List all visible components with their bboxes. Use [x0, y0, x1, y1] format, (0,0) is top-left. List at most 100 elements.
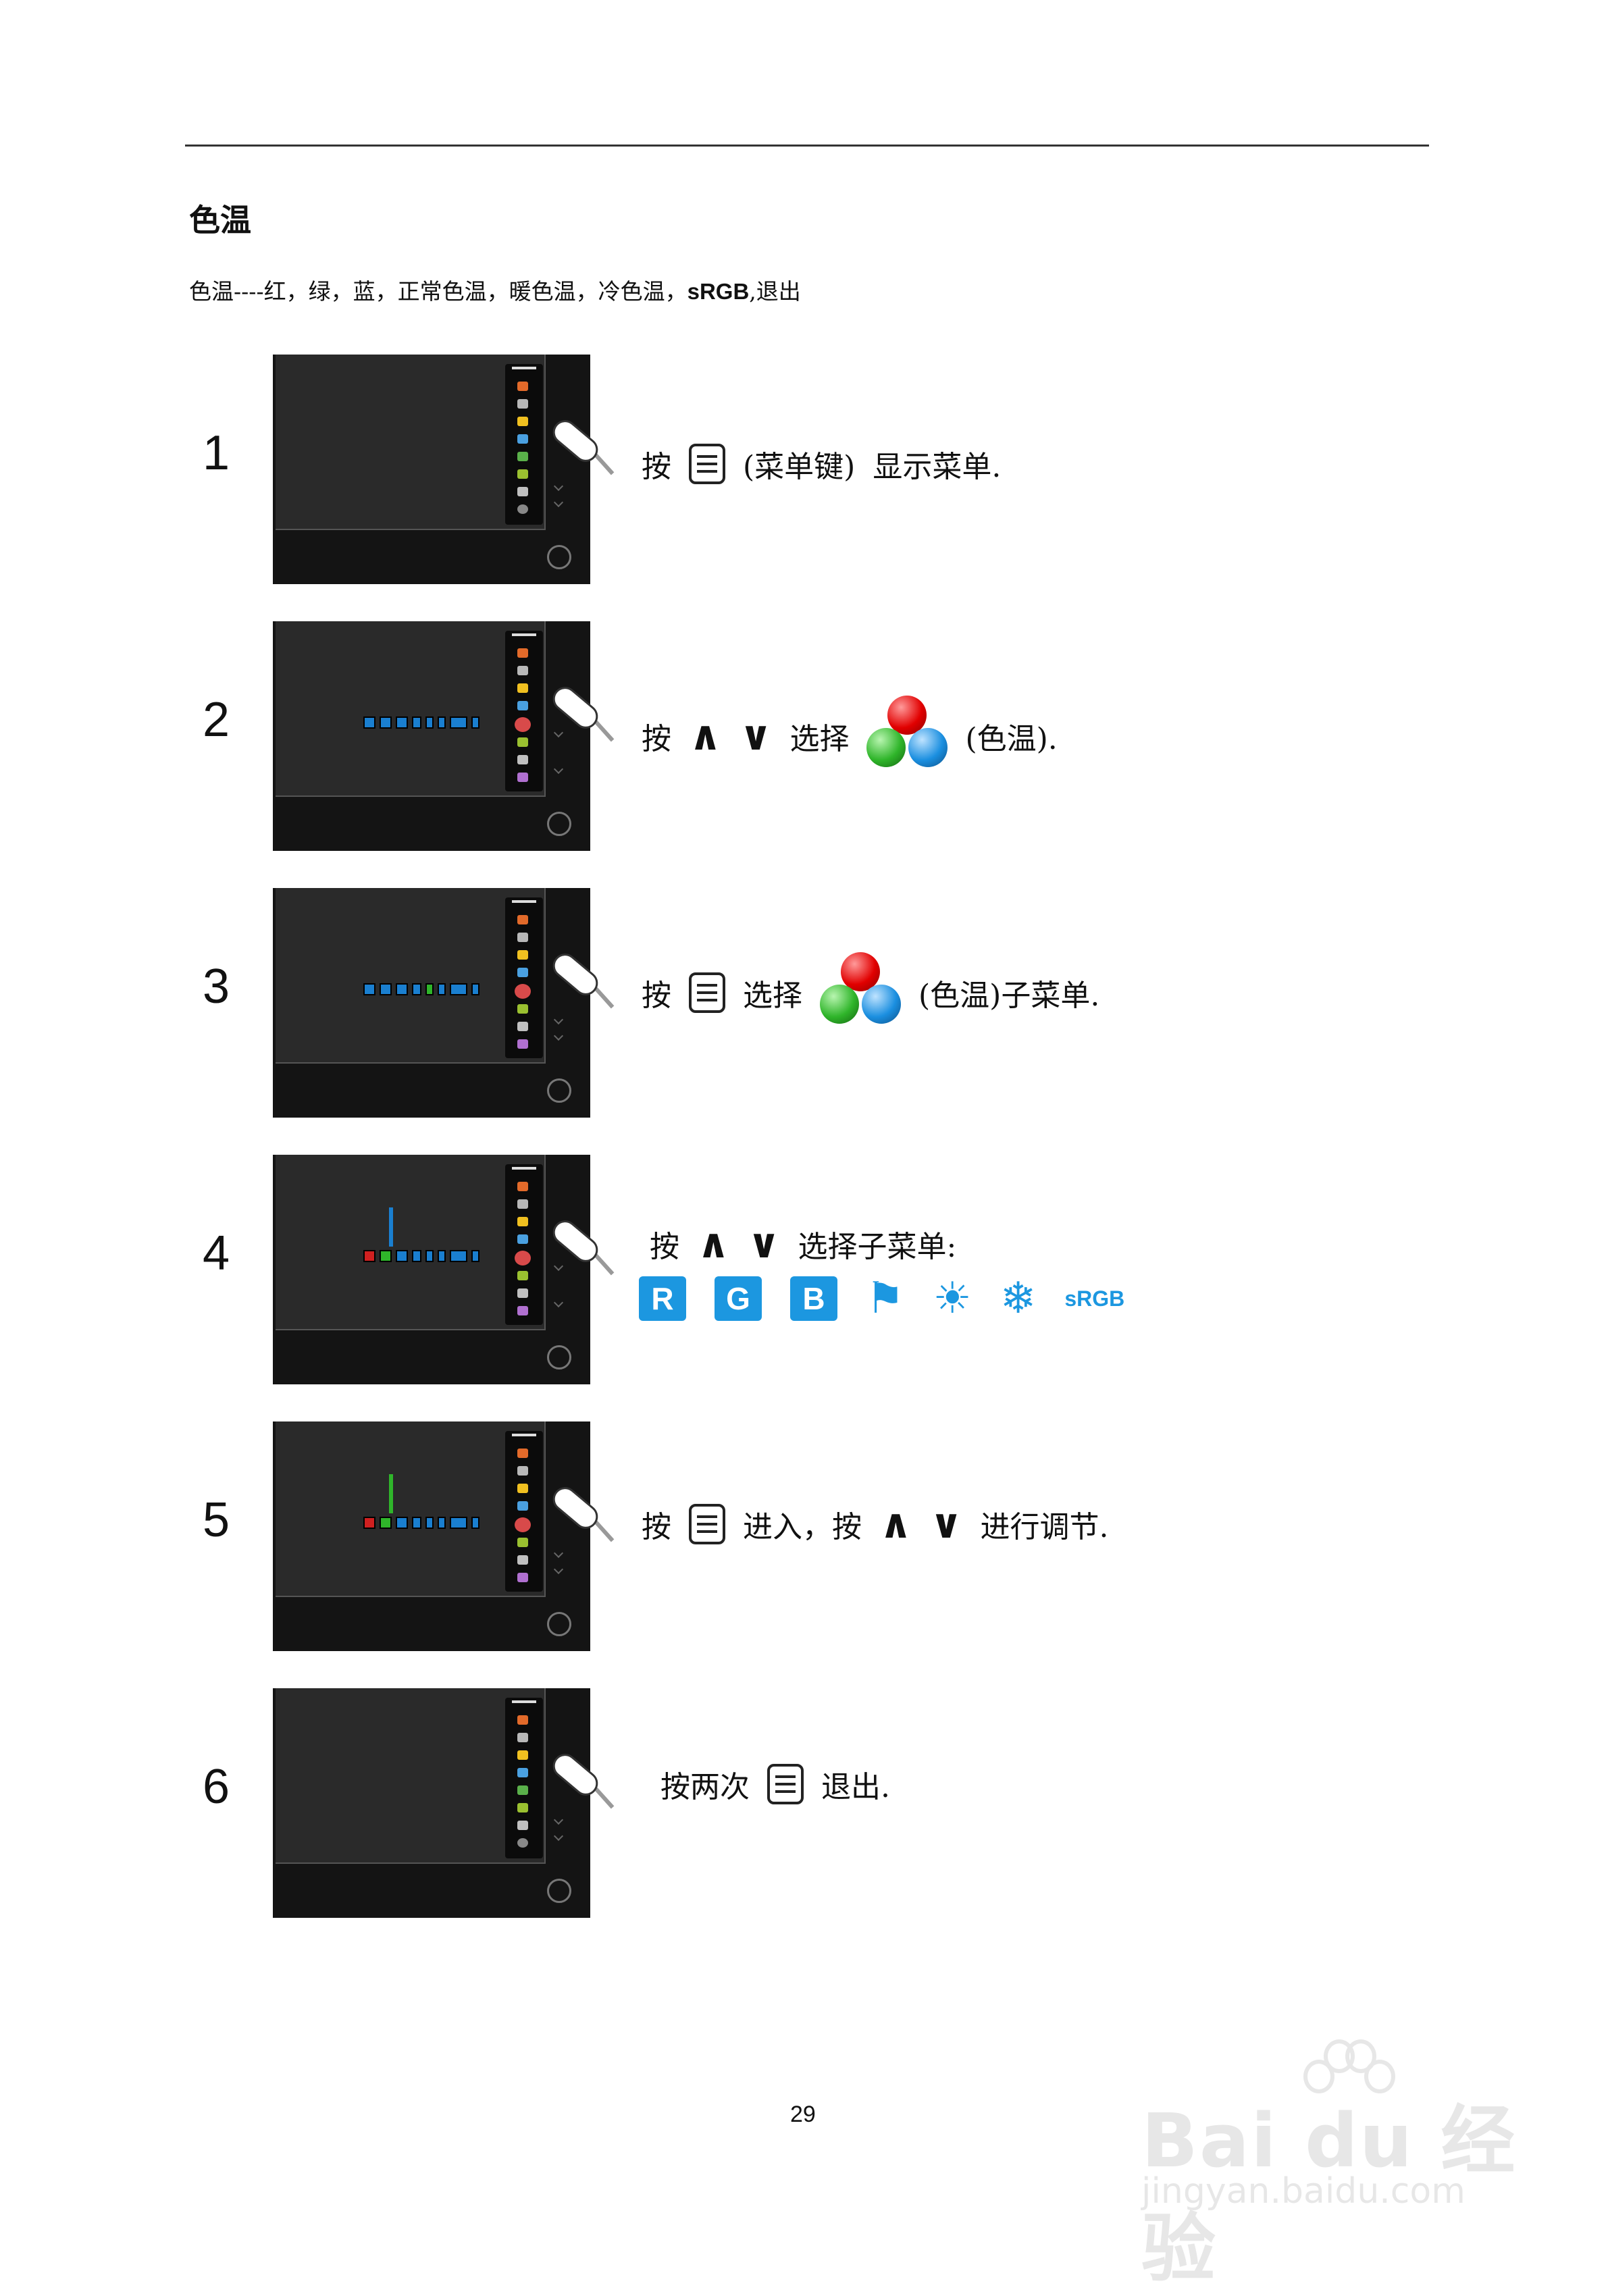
- osd-icon: [517, 399, 528, 409]
- step-number: 6: [203, 1760, 230, 1814]
- sun-icon: ☀: [933, 1274, 972, 1324]
- instruction-text: 选择: [789, 722, 850, 756]
- monitor-illustration: [273, 1688, 615, 1918]
- power-icon: [547, 1612, 571, 1636]
- instruction-text: 按: [642, 450, 671, 484]
- power-icon: [547, 545, 571, 569]
- osd-icon: [517, 1821, 528, 1830]
- instruction-text: (色温)子菜单.: [918, 979, 1100, 1013]
- up-arrow-icon: ∧: [697, 1220, 730, 1268]
- instruction-text: 按两次: [660, 1770, 750, 1804]
- osd-icon: [517, 666, 528, 675]
- monitor-screen: [276, 1155, 546, 1330]
- down-button: [553, 1297, 564, 1308]
- osd-icon: [517, 1449, 528, 1458]
- osd-icon: [517, 1022, 528, 1031]
- instruction-text: (色温).: [965, 722, 1058, 756]
- finger-icon: [548, 1748, 603, 1801]
- osd-icon: [517, 1004, 528, 1014]
- srgb-icon: sRGB: [1064, 1286, 1125, 1311]
- osd-panel: [505, 1164, 543, 1325]
- osd-icon: [517, 1733, 528, 1742]
- up-button: [553, 481, 564, 492]
- paw-logo-icon: [1303, 2039, 1395, 2100]
- menu-key-icon: [767, 1764, 804, 1804]
- up-arrow-icon: ∧: [689, 712, 722, 760]
- osd-icon: [517, 755, 528, 764]
- osd-icon: [517, 683, 528, 693]
- instruction-text: 按: [642, 722, 671, 756]
- finger-icon: [548, 948, 603, 1001]
- instruction-text: 按: [642, 1510, 671, 1544]
- color-temp-icon: [820, 952, 901, 1033]
- monitor-screen: [276, 888, 546, 1064]
- power-icon: [547, 1345, 571, 1369]
- submenu-icon-row: R G B ⚑ ☀ ❄ sRGB: [639, 1276, 1124, 1321]
- monitor-illustration: [273, 888, 615, 1118]
- down-button: [553, 764, 564, 775]
- osd-icon: [517, 1803, 528, 1812]
- osd-icon: [515, 717, 531, 732]
- red-channel-icon: R: [639, 1276, 686, 1321]
- monitor-illustration: [273, 1155, 615, 1384]
- green-channel-icon: G: [715, 1276, 762, 1321]
- osd-icon: [517, 1501, 528, 1511]
- osd-icon: [517, 434, 528, 444]
- instruction-text: 选择子菜单:: [798, 1230, 957, 1264]
- baidu-watermark: Bai du 经验 jingyan.baidu.com: [1141, 2039, 1520, 2292]
- up-button: [553, 1014, 564, 1025]
- color-temp-icon: [866, 696, 948, 777]
- osd-icon: [517, 452, 528, 461]
- watermark-sub: jingyan.baidu.com: [1141, 2171, 1466, 2212]
- step-5: 5 按 进入，按 ∧: [0, 1421, 1608, 1651]
- osd-logo: [512, 367, 536, 369]
- osd-logo: [512, 900, 536, 903]
- osd-panel: [505, 1431, 543, 1592]
- instruction-text: (菜单键): [743, 450, 856, 484]
- osd-panel: [505, 1698, 543, 1858]
- down-button: [553, 1564, 564, 1575]
- power-icon: [547, 812, 571, 836]
- osd-icon: [517, 968, 528, 977]
- osd-icon: [517, 1466, 528, 1476]
- osd-icon: [517, 1288, 528, 1298]
- osd-icon: [517, 1838, 528, 1848]
- monitor-illustration: [273, 1421, 615, 1651]
- osd-logo: [512, 1700, 536, 1703]
- down-button: [553, 497, 564, 508]
- instruction-text: 退出.: [821, 1770, 890, 1804]
- osd-icon: [515, 1251, 531, 1266]
- instruction-text: 进入，按: [743, 1510, 862, 1544]
- power-icon: [547, 1078, 571, 1103]
- subtitle: 色温----红，绿，蓝，正常色温，暖色温，冷色温，sRGB,退出: [189, 278, 801, 305]
- finger-icon: [548, 681, 603, 734]
- monitor-illustration: [273, 355, 615, 584]
- osd-submenu-bar: [363, 1517, 479, 1529]
- osd-logo: [512, 633, 536, 636]
- osd-icon: [517, 1217, 528, 1226]
- osd-icon: [517, 504, 528, 514]
- osd-icon: [517, 1785, 528, 1795]
- osd-panel: [505, 631, 543, 791]
- step-instruction: 按 ∧ ∨ 选择子菜单:: [650, 1222, 956, 1266]
- step-instruction: 按两次 退出.: [660, 1763, 890, 1806]
- step-4: 4 按 ∧ ∨ 选择子菜单:: [0, 1155, 1608, 1384]
- step-number: 3: [203, 960, 230, 1014]
- osd-icon: [517, 915, 528, 924]
- osd-panel: [505, 897, 543, 1058]
- up-button: [553, 1548, 564, 1559]
- osd-icon: [517, 382, 528, 391]
- step-6: 6 按两次 退出.: [0, 1688, 1608, 1918]
- osd-icon: [517, 773, 528, 782]
- osd-icon: [517, 950, 528, 960]
- instruction-text: 进行调节.: [980, 1510, 1109, 1544]
- up-arrow-icon: ∧: [879, 1501, 912, 1548]
- menu-key-icon: [689, 1504, 725, 1544]
- osd-icon: [517, 1234, 528, 1244]
- osd-slider: [389, 1207, 393, 1247]
- osd-icon: [517, 1182, 528, 1191]
- osd-icon: [517, 1484, 528, 1493]
- osd-panel: [505, 364, 543, 525]
- step-number: 4: [203, 1226, 230, 1280]
- osd-icon: [517, 648, 528, 658]
